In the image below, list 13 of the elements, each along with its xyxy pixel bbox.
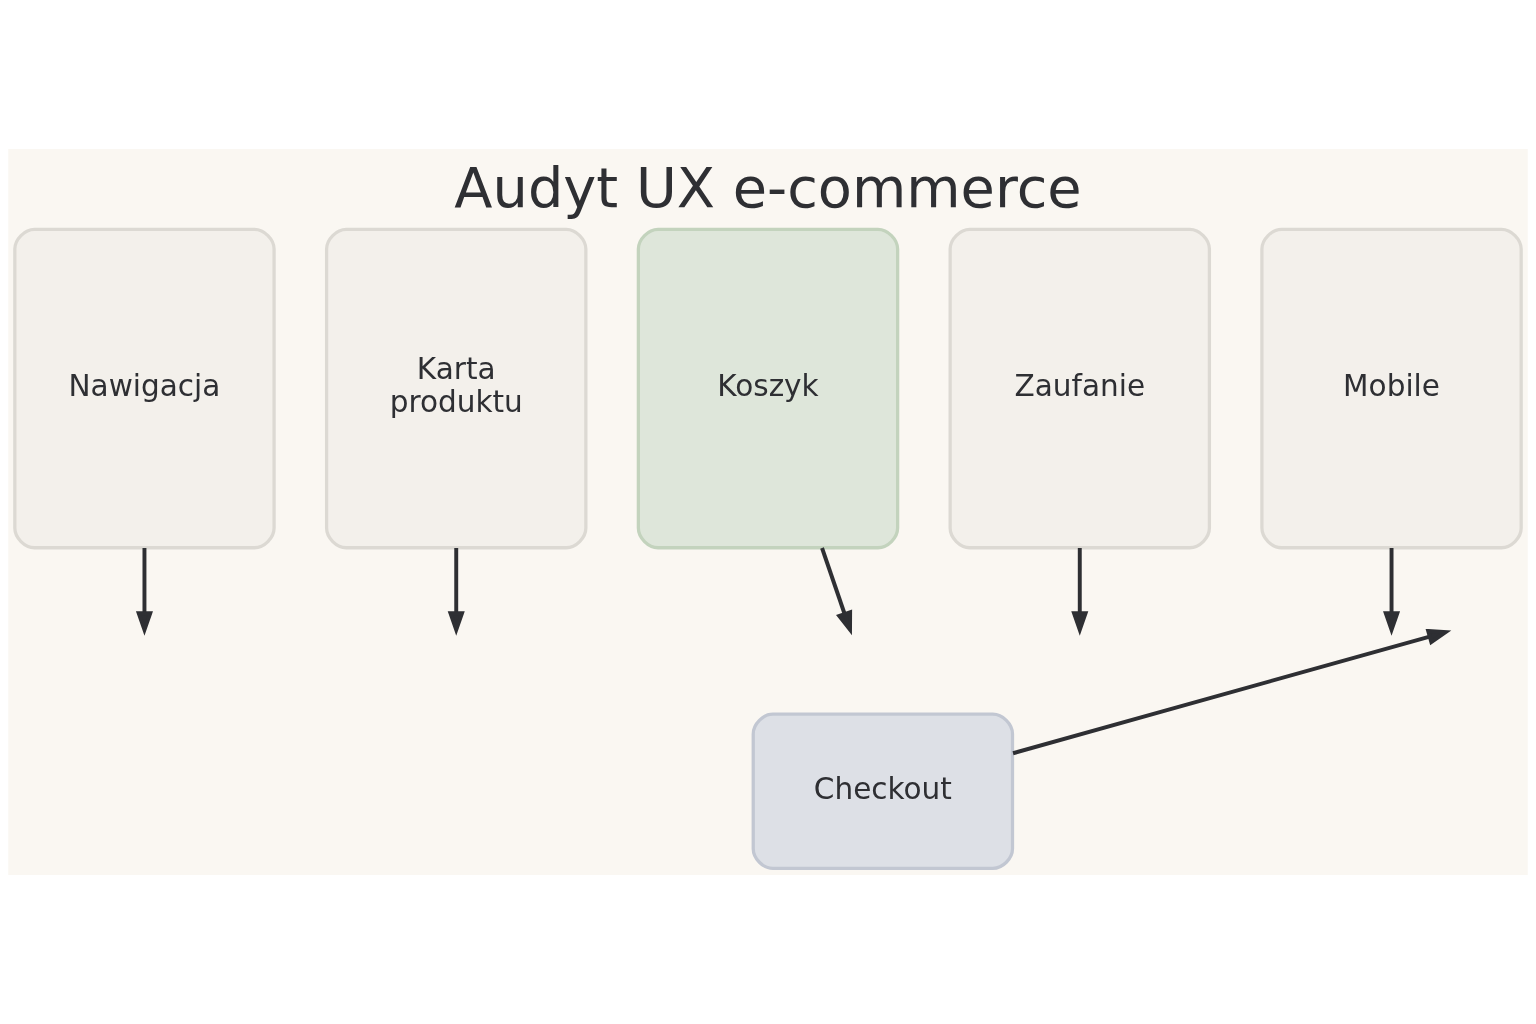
- arrow: [1383, 548, 1401, 636]
- arrow: [820, 547, 853, 636]
- node-box: Checkout: [751, 712, 1015, 871]
- node-box: Karta produktu: [324, 227, 588, 550]
- arrow: [1012, 628, 1452, 756]
- node-box: Zaufanie: [948, 227, 1212, 550]
- node-box: Mobile: [1260, 227, 1523, 550]
- arrow: [447, 548, 465, 636]
- diagram-title: Audyt UX e-commerce: [454, 154, 1082, 220]
- node-box: Nawigacja: [13, 227, 276, 550]
- arrow: [135, 548, 153, 636]
- arrow: [1071, 548, 1089, 636]
- node-box: Koszyk: [636, 227, 900, 550]
